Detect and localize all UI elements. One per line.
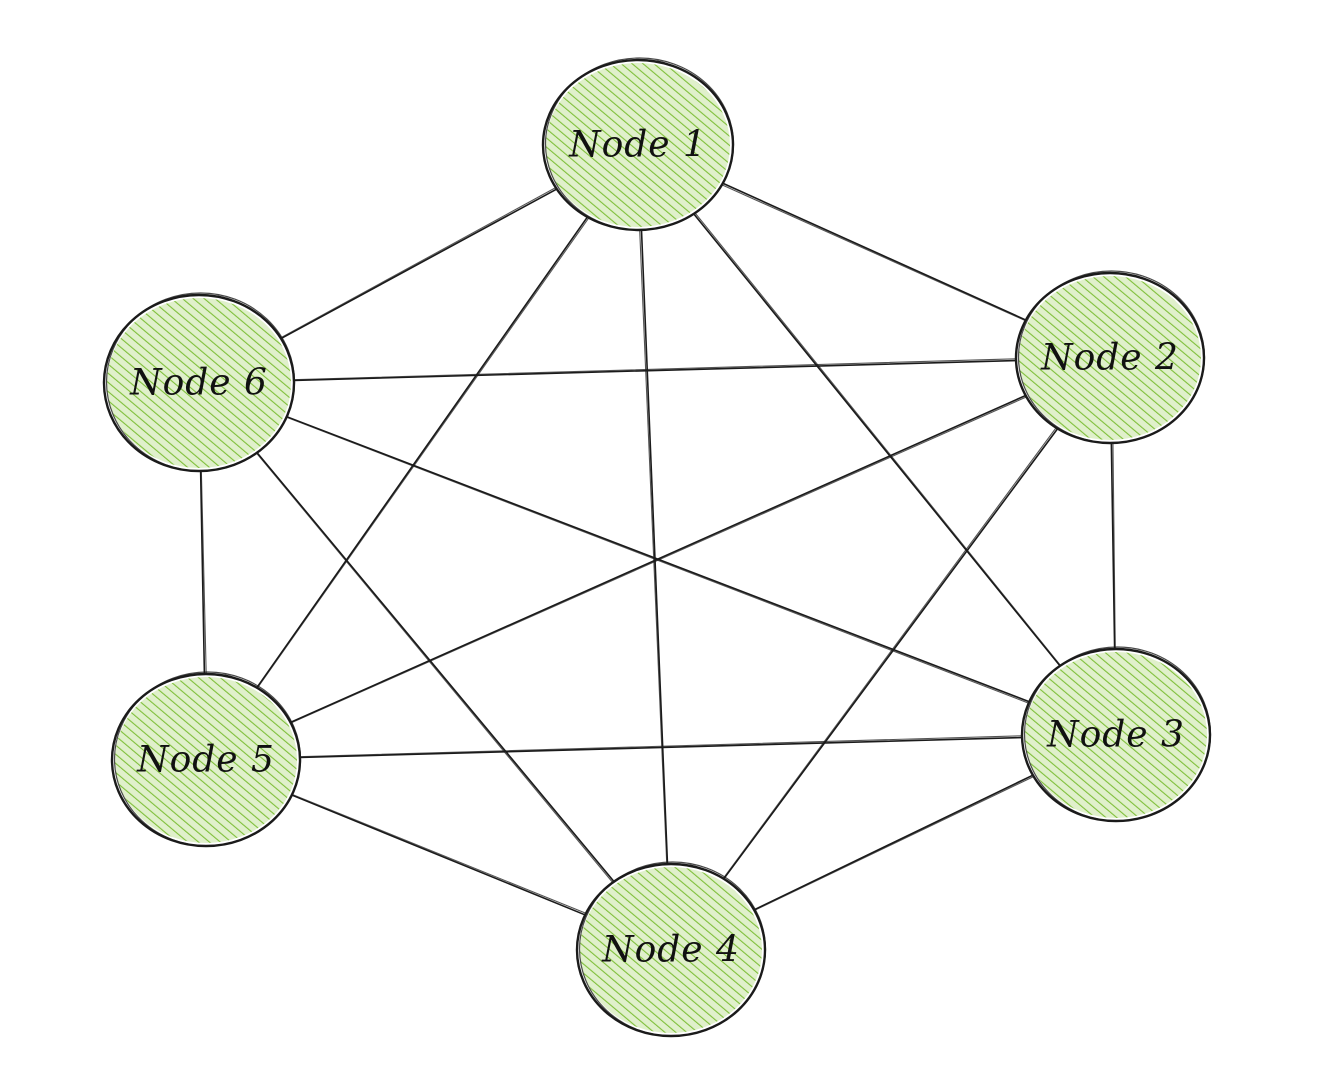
edge-2-6 xyxy=(293,358,1017,382)
node-4: Node 4 xyxy=(575,861,767,1038)
edge-2-3 xyxy=(1110,442,1116,650)
node-2: Node 2 xyxy=(1014,270,1206,445)
node-label-3: Node 3 xyxy=(1046,715,1185,756)
edge-4-6 xyxy=(255,451,615,884)
nodes-layer: Node 1 Node 2 Node 3 Node 4 Node 5 Node 6 xyxy=(102,57,1212,1038)
node-3: Node 3 xyxy=(1020,646,1212,823)
edge-3-6 xyxy=(285,415,1031,704)
node-label-1: Node 1 xyxy=(568,125,707,166)
edge-1-3 xyxy=(692,212,1062,667)
edge-3-5 xyxy=(299,735,1023,759)
node-label-5: Node 5 xyxy=(136,740,275,781)
node-label-6: Node 6 xyxy=(129,363,268,404)
edge-3-4 xyxy=(753,774,1035,911)
edge-5-6 xyxy=(199,470,207,675)
node-5: Node 5 xyxy=(110,671,302,848)
edge-2-4 xyxy=(722,426,1059,880)
node-6: Node 6 xyxy=(102,292,296,473)
edge-1-6 xyxy=(280,186,558,340)
edges-layer xyxy=(199,182,1116,916)
node-label-2: Node 2 xyxy=(1040,338,1179,379)
node-label-4: Node 4 xyxy=(601,930,740,971)
edge-4-5 xyxy=(291,793,587,916)
edge-1-5 xyxy=(256,216,590,689)
edge-1-2 xyxy=(721,182,1027,322)
node-1: Node 1 xyxy=(541,57,735,232)
edge-1-4 xyxy=(639,229,669,865)
